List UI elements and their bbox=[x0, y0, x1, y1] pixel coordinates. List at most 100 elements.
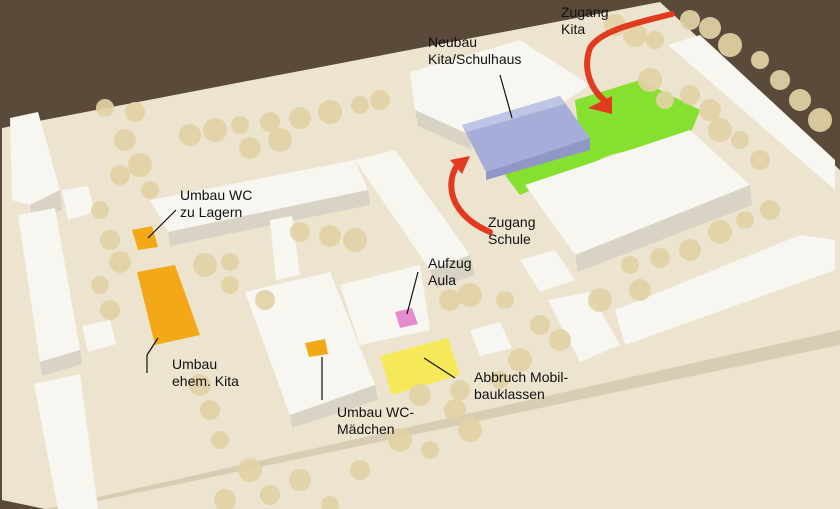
model-tree bbox=[370, 90, 390, 110]
zugang-kita-arrow bbox=[584, 11, 675, 103]
model-tree bbox=[289, 469, 311, 491]
model-tree bbox=[91, 276, 109, 294]
umbau-wc-lagern-block bbox=[132, 226, 158, 250]
model-tree bbox=[100, 300, 120, 320]
model-tree bbox=[110, 165, 130, 185]
model-tree bbox=[319, 225, 341, 247]
model-tree bbox=[388, 428, 412, 452]
model-tree bbox=[255, 290, 275, 310]
model-tree bbox=[621, 256, 639, 274]
model-tree bbox=[496, 291, 514, 309]
model-tree bbox=[100, 230, 120, 250]
model-tree bbox=[549, 329, 571, 351]
model-tree bbox=[623, 23, 647, 47]
label-abbruch-mobilbauklassen: Abbruch Mobil-bauklassen bbox=[474, 369, 569, 402]
model-tree bbox=[343, 228, 367, 252]
model-tree bbox=[321, 496, 339, 509]
model-tree bbox=[638, 68, 662, 92]
model-tree bbox=[260, 485, 280, 505]
model-tree bbox=[189, 374, 211, 396]
model-tree bbox=[289, 107, 311, 129]
model-tree bbox=[439, 289, 461, 311]
leader-lines bbox=[146, 74, 513, 400]
model-tree bbox=[679, 239, 701, 261]
model-tree bbox=[203, 118, 227, 142]
label-umbau-wc-maedchen: Umbau WC-Mädchen bbox=[337, 404, 415, 437]
model-tree bbox=[179, 124, 201, 146]
model-tree bbox=[789, 89, 811, 111]
model-tree bbox=[239, 137, 261, 159]
model-tree bbox=[680, 10, 700, 30]
model-tree bbox=[114, 129, 136, 151]
model-tree bbox=[508, 348, 532, 372]
model-tree bbox=[718, 33, 742, 57]
model-tree bbox=[350, 460, 370, 480]
neubau-side bbox=[486, 138, 590, 180]
model-tree bbox=[770, 70, 790, 90]
model-tree bbox=[238, 458, 262, 482]
model-tree bbox=[91, 201, 109, 219]
center-large-building-side bbox=[290, 385, 378, 428]
model-tree bbox=[109, 251, 131, 273]
model-tree bbox=[736, 211, 754, 229]
model-tree bbox=[808, 108, 832, 132]
model-tree bbox=[699, 17, 721, 39]
model-tree bbox=[125, 102, 145, 122]
left-buildings bbox=[10, 112, 116, 509]
model-tree bbox=[221, 253, 239, 271]
umbau-wc-maedchen-block bbox=[305, 339, 328, 357]
model-tree bbox=[450, 380, 470, 400]
zugang-kita-arrowhead bbox=[588, 96, 612, 114]
model-tree bbox=[318, 100, 342, 124]
umbau-ehem-kita-block bbox=[137, 265, 200, 345]
model-tree bbox=[750, 150, 770, 170]
model-tree bbox=[699, 99, 721, 121]
model-tree bbox=[760, 200, 780, 220]
model-tree bbox=[290, 222, 310, 242]
model-tree bbox=[751, 51, 769, 69]
model-tree bbox=[96, 99, 114, 117]
model-tree bbox=[530, 315, 550, 335]
model-trees bbox=[91, 10, 832, 509]
model-tree bbox=[731, 131, 749, 149]
abbruch-mobilbauklassen-block bbox=[380, 338, 460, 395]
model-tree bbox=[214, 489, 236, 509]
model-tree bbox=[491, 371, 509, 389]
model-tree bbox=[458, 418, 482, 442]
model-tree bbox=[421, 441, 439, 459]
zugang-schule-arrowhead bbox=[450, 156, 470, 174]
model-tree bbox=[260, 112, 280, 132]
model-tree bbox=[231, 116, 249, 134]
model-tree bbox=[646, 31, 664, 49]
neubau-roof bbox=[462, 96, 565, 132]
model-tree bbox=[656, 91, 674, 109]
model-tree bbox=[221, 276, 239, 294]
model-tree bbox=[629, 279, 651, 301]
neubau-kita-schulhaus bbox=[462, 96, 590, 172]
model-tree bbox=[193, 253, 217, 277]
kita-green-area bbox=[505, 80, 700, 195]
model-tree bbox=[409, 384, 431, 406]
model-tree bbox=[128, 153, 152, 177]
model-tree bbox=[650, 248, 670, 268]
model-tree bbox=[141, 181, 159, 199]
model-tree bbox=[458, 283, 482, 307]
model-tree bbox=[211, 431, 229, 449]
model-tree bbox=[444, 399, 466, 421]
model-tree bbox=[200, 400, 220, 420]
aufzug-aula-block bbox=[395, 308, 418, 328]
model-tree bbox=[588, 288, 612, 312]
model-tree bbox=[708, 118, 732, 142]
model-tree bbox=[268, 128, 292, 152]
model-tree bbox=[351, 96, 369, 114]
model-tree bbox=[708, 220, 732, 244]
right-buildings bbox=[470, 35, 835, 362]
model-tree bbox=[680, 85, 700, 105]
